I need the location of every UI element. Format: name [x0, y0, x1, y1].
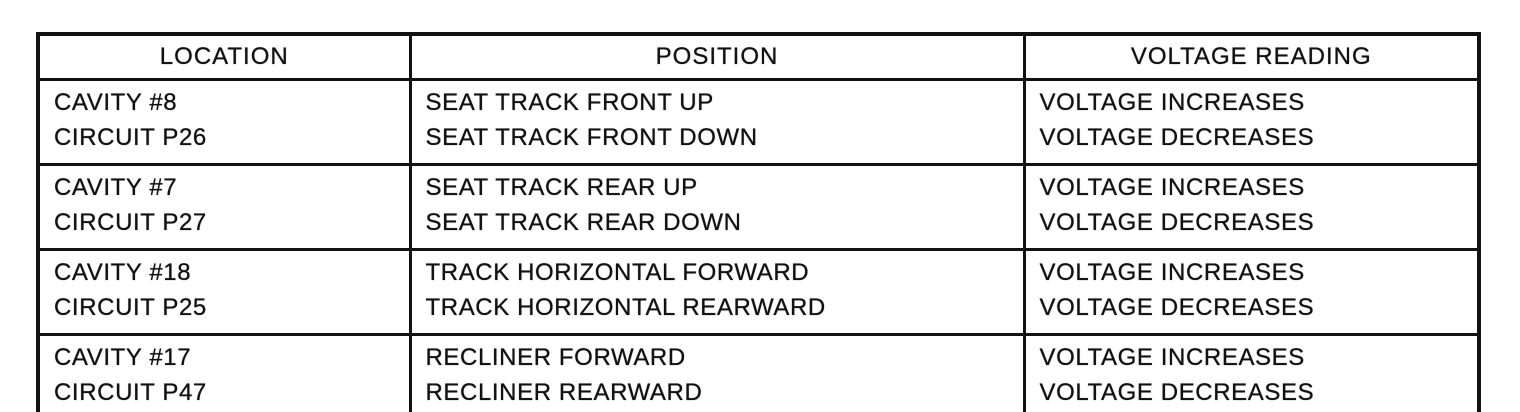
column-header-location: LOCATION	[36, 32, 412, 81]
location-line: CAVITY #18	[54, 259, 192, 286]
location-line: CIRCUIT P27	[54, 209, 207, 236]
voltage-line: VOLTAGE INCREASES	[1039, 344, 1305, 371]
location-line: CAVITY #17	[54, 344, 192, 371]
header-row: LOCATION POSITION VOLTAGE READING	[36, 32, 1481, 81]
column-header-voltage-reading: VOLTAGE READING	[1022, 32, 1481, 81]
location-cell: CAVITY #7 CIRCUIT P27	[36, 163, 412, 251]
position-cell: RECLINER FORWARD RECLINER REARWARD	[408, 333, 1026, 412]
voltage-line: VOLTAGE INCREASES	[1039, 259, 1305, 286]
table-row: CAVITY #7 CIRCUIT P27 SEAT TRACK REAR UP…	[36, 163, 1481, 251]
position-line: RECLINER FORWARD	[425, 344, 686, 371]
position-line: SEAT TRACK FRONT DOWN	[425, 124, 758, 151]
table-row: CAVITY #17 CIRCUIT P47 RECLINER FORWARD …	[36, 333, 1481, 412]
location-line: CIRCUIT P25	[54, 294, 207, 321]
voltage-line: VOLTAGE DECREASES	[1039, 379, 1315, 406]
location-cell: CAVITY #17 CIRCUIT P47	[36, 333, 412, 412]
position-line: SEAT TRACK FRONT UP	[425, 89, 714, 116]
table-row: CAVITY #8 CIRCUIT P26 SEAT TRACK FRONT U…	[36, 78, 1481, 166]
location-line: CIRCUIT P47	[54, 379, 207, 406]
voltage-line: VOLTAGE DECREASES	[1039, 209, 1315, 236]
location-cell: CAVITY #8 CIRCUIT P26	[36, 78, 412, 166]
location-line: CAVITY #7	[54, 174, 178, 201]
table-row: CAVITY #18 CIRCUIT P25 TRACK HORIZONTAL …	[36, 248, 1481, 336]
position-line: TRACK HORIZONTAL REARWARD	[425, 294, 826, 321]
voltage-line: VOLTAGE INCREASES	[1039, 89, 1305, 116]
position-line: SEAT TRACK REAR UP	[425, 174, 698, 201]
position-line: TRACK HORIZONTAL FORWARD	[425, 259, 810, 286]
position-cell: SEAT TRACK FRONT UP SEAT TRACK FRONT DOW…	[408, 78, 1026, 166]
voltage-cell: VOLTAGE INCREASES VOLTAGE DECREASES	[1022, 163, 1481, 251]
position-cell: TRACK HORIZONTAL FORWARD TRACK HORIZONTA…	[408, 248, 1026, 336]
voltage-reading-table: LOCATION POSITION VOLTAGE READING CAVITY…	[36, 32, 1481, 412]
location-line: CIRCUIT P26	[54, 124, 207, 151]
position-line: RECLINER REARWARD	[425, 379, 703, 406]
voltage-line: VOLTAGE DECREASES	[1039, 294, 1315, 321]
position-line: SEAT TRACK REAR DOWN	[425, 209, 742, 236]
voltage-cell: VOLTAGE INCREASES VOLTAGE DECREASES	[1022, 248, 1481, 336]
location-cell: CAVITY #18 CIRCUIT P25	[36, 248, 412, 336]
voltage-cell: VOLTAGE INCREASES VOLTAGE DECREASES	[1022, 333, 1481, 412]
column-header-position: POSITION	[408, 32, 1026, 81]
voltage-cell: VOLTAGE INCREASES VOLTAGE DECREASES	[1022, 78, 1481, 166]
voltage-line: VOLTAGE INCREASES	[1039, 174, 1305, 201]
position-cell: SEAT TRACK REAR UP SEAT TRACK REAR DOWN	[408, 163, 1026, 251]
location-line: CAVITY #8	[54, 89, 178, 116]
voltage-line: VOLTAGE DECREASES	[1039, 124, 1315, 151]
